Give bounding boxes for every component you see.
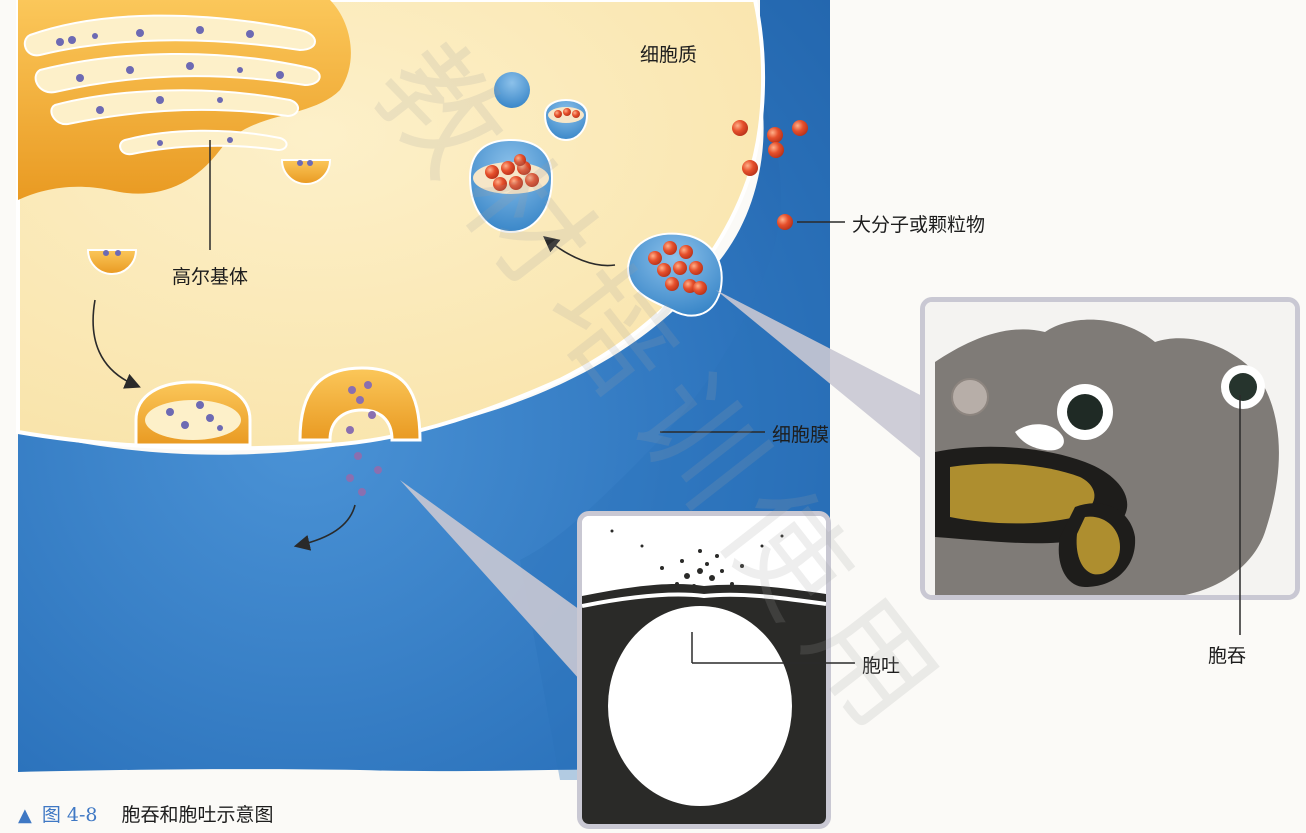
exocytosis-micrograph <box>577 511 831 829</box>
macromolecule-label: 大分子或颗粒物 <box>852 210 985 237</box>
endocytic-vesicle-small <box>545 100 587 140</box>
figure-caption: ▲ 图 4-8 胞吞和胞吐示意图 <box>18 800 274 828</box>
secretory-vesicle <box>136 382 250 445</box>
exocytosis-leader <box>690 630 860 670</box>
cytoplasm-label: 细胞质 <box>640 40 697 67</box>
exocytosis-label: 胞吐 <box>862 651 900 678</box>
endocytic-vesicle-large <box>470 140 552 232</box>
golgi-label: 高尔基体 <box>172 262 248 289</box>
endocytosis-label: 胞吞 <box>1208 641 1246 668</box>
figure-title: 胞吞和胞吐示意图 <box>121 800 273 827</box>
caption-triangle-icon: ▲ <box>18 805 32 826</box>
membrane-label: 细胞膜 <box>772 420 829 447</box>
endocytosis-leader <box>1230 395 1250 635</box>
vesicle-sphere <box>494 72 530 108</box>
figure-number: 图 4-8 <box>42 800 98 827</box>
